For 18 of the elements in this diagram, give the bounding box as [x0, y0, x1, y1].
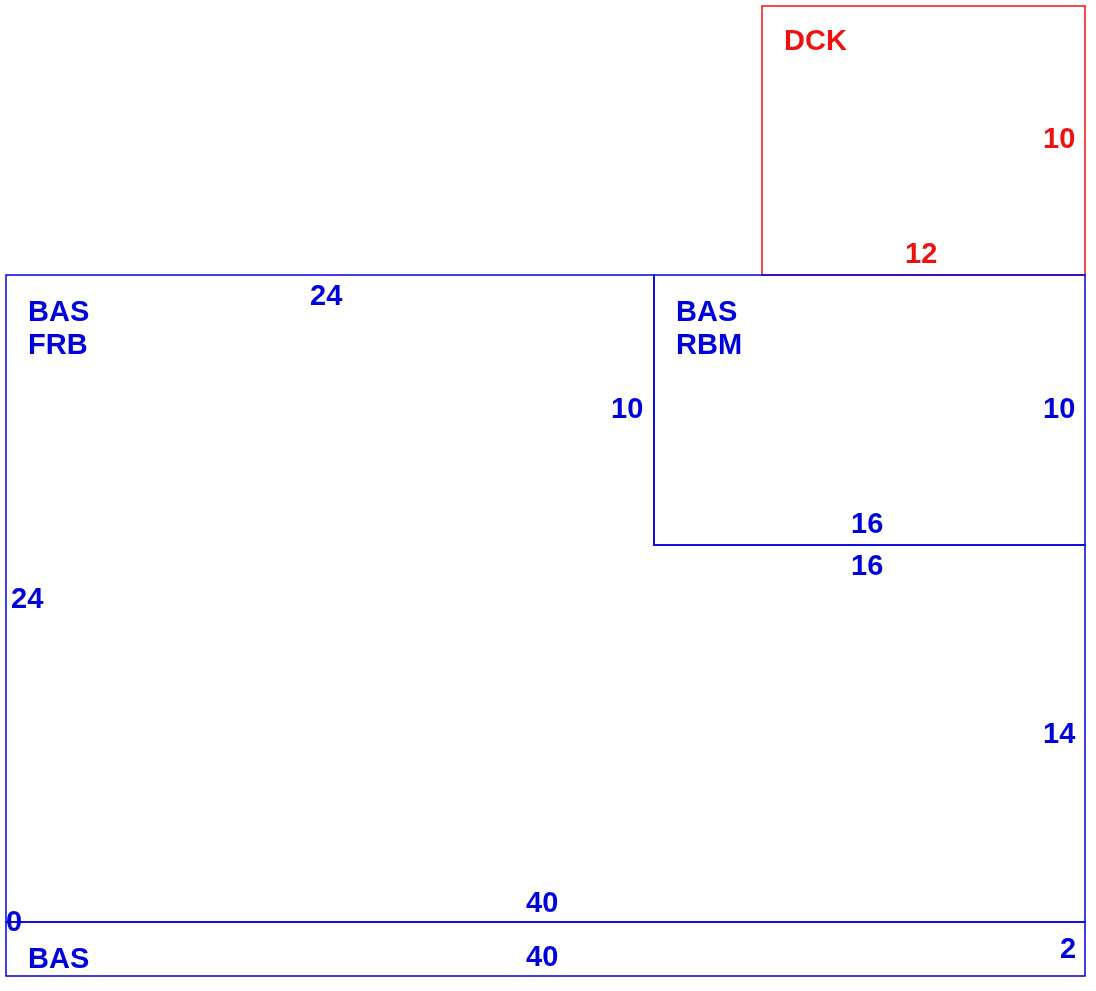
area-label: BAS [28, 942, 91, 975]
dimension-label: 10 [1043, 123, 1076, 153]
dimension-label: 10 [611, 393, 644, 423]
area-label: BAS RBM [676, 295, 744, 361]
dimension-label: 12 [905, 238, 938, 268]
dimension-label: 14 [1043, 718, 1076, 748]
dimension-label: 16 [851, 550, 884, 580]
dimension-label: 24 [310, 280, 343, 310]
area-label: DCK [784, 24, 848, 57]
dimension-label: 10 [1043, 393, 1076, 423]
area-label: BAS FRB [28, 295, 91, 361]
dimension-label: 40 [526, 941, 559, 971]
dimension-label: 40 [526, 887, 559, 917]
dimension-label: 2 [1060, 933, 1077, 963]
dimension-label: 16 [851, 508, 884, 538]
dimension-label: 24 [11, 583, 44, 613]
floor-area [654, 275, 1085, 545]
floor-area [762, 6, 1085, 275]
